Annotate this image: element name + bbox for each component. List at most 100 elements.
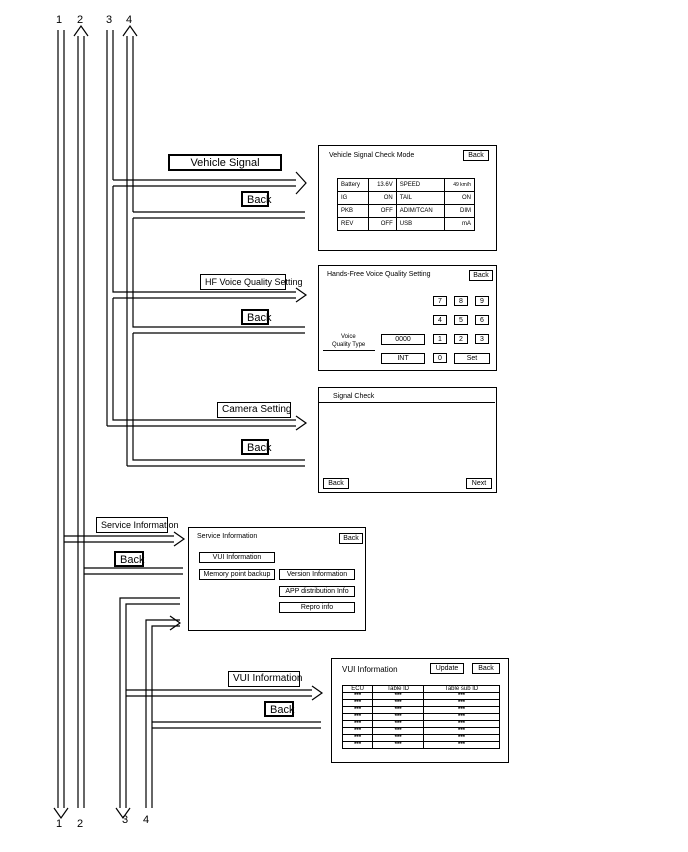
- vui-information-button[interactable]: VUI Information: [199, 552, 275, 563]
- table-cell: ***: [372, 734, 425, 742]
- signal-name: PKB: [336, 204, 370, 218]
- table-cell: ***: [423, 706, 500, 714]
- service-info-label: Service Information: [96, 517, 179, 533]
- column-number-1-top: 1: [56, 14, 63, 26]
- back-button[interactable]: Back: [472, 663, 500, 674]
- signal-check-title: Signal Check: [333, 393, 375, 400]
- set-button[interactable]: Set: [454, 353, 490, 364]
- key-7-button[interactable]: 7: [433, 296, 447, 306]
- signal-value: ON: [444, 191, 475, 205]
- voice-value-field: 0000: [381, 334, 425, 345]
- table-cell: ***: [423, 720, 500, 728]
- service-screen-title: Service Information: [197, 533, 258, 540]
- key-0-button[interactable]: 0: [433, 353, 447, 363]
- table-cell: ***: [423, 699, 500, 707]
- vui-screen-title: VUI Information: [342, 665, 398, 674]
- back-button[interactable]: Back: [463, 150, 489, 161]
- signal-name: IG: [336, 191, 370, 205]
- back-button[interactable]: Back: [339, 533, 363, 544]
- memory-point-backup-button[interactable]: Memory point backup: [199, 569, 275, 580]
- next-button[interactable]: Next: [466, 478, 492, 489]
- service-info-screen: Service Information Back VUI Information…: [188, 527, 366, 631]
- signal-value: OFF: [368, 217, 397, 231]
- signal-value: mA: [444, 217, 475, 231]
- key-8-button[interactable]: 8: [454, 296, 468, 306]
- key-6-button[interactable]: 6: [475, 315, 489, 325]
- key-4-button[interactable]: 4: [433, 315, 447, 325]
- hf-back-label: Back: [241, 309, 271, 325]
- vui-info-label: VUI Information: [228, 671, 302, 687]
- table-row: *********: [341, 692, 500, 700]
- table-cell: ***: [341, 720, 374, 728]
- table-cell: ***: [341, 699, 374, 707]
- table-cell: ***: [341, 734, 374, 742]
- column-number-3-top: 3: [106, 14, 113, 26]
- repro-info-button[interactable]: Repro info: [279, 602, 355, 613]
- key-3-button[interactable]: 3: [475, 334, 489, 344]
- app-distribution-info-button[interactable]: APP distribution Info: [279, 586, 355, 597]
- key-2-button[interactable]: 2: [454, 334, 468, 344]
- signal-value: ON: [368, 191, 397, 205]
- signal-value: 49 km/h: [444, 178, 475, 192]
- table-cell: ***: [372, 692, 425, 700]
- table-cell: ***: [372, 706, 425, 714]
- table-cell: ***: [341, 692, 374, 700]
- table-id-header: Table ID: [372, 685, 425, 693]
- signal-name: SPEED: [395, 178, 446, 192]
- hf-screen-title: Hands-Free Voice Quality Setting: [327, 271, 431, 278]
- table-cell: ***: [423, 692, 500, 700]
- table-cell: ***: [372, 741, 425, 749]
- table-cell: ***: [423, 734, 500, 742]
- update-button[interactable]: Update: [430, 663, 464, 674]
- divider: [323, 350, 375, 351]
- signal-name: REV: [336, 217, 370, 231]
- vehicle-back-label: Back: [241, 191, 271, 207]
- table-cell: ***: [372, 713, 425, 721]
- column-number-1-bottom: 1: [56, 818, 63, 830]
- key-9-button[interactable]: 9: [475, 296, 489, 306]
- key-1-button[interactable]: 1: [433, 334, 447, 344]
- int-button[interactable]: INT: [381, 353, 425, 364]
- ecu-header: ECU: [341, 685, 374, 693]
- service-back-label: Back: [114, 551, 144, 567]
- table-cell: ***: [341, 741, 374, 749]
- quality-type-label: Quality Type: [332, 342, 366, 348]
- column-number-2-top: 2: [77, 14, 84, 26]
- table-cell: ***: [423, 741, 500, 749]
- signal-name: ADIM/TCAN: [395, 204, 446, 218]
- table-row: *********: [341, 727, 500, 735]
- divider: [319, 402, 495, 403]
- table-cell: ***: [341, 713, 374, 721]
- vehicle-signal-label: Vehicle Signal: [168, 154, 282, 171]
- vehicle-screen-title: Vehicle Signal Check Mode: [329, 152, 415, 159]
- signal-name: USB: [395, 217, 446, 231]
- table-row: *********: [341, 713, 500, 721]
- hf-voice-screen: Hands-Free Voice Quality Setting Back 7 …: [318, 265, 497, 371]
- column-number-3-bottom: 3: [122, 814, 129, 826]
- voice-label: Voice: [341, 334, 356, 340]
- table-row: *********: [341, 720, 500, 728]
- hf-voice-label: HF Voice Quality Setting: [200, 274, 303, 290]
- vui-back-label: Back: [264, 701, 294, 717]
- camera-setting-label: Camera Setting: [217, 402, 291, 418]
- back-button[interactable]: Back: [469, 270, 493, 281]
- version-information-button[interactable]: Version Information: [279, 569, 355, 580]
- table-cell: ***: [423, 727, 500, 735]
- signal-name: TAIL: [395, 191, 446, 205]
- table-row: *********: [341, 734, 500, 742]
- back-button[interactable]: Back: [323, 478, 349, 489]
- key-5-button[interactable]: 5: [454, 315, 468, 325]
- table-cell: ***: [423, 713, 500, 721]
